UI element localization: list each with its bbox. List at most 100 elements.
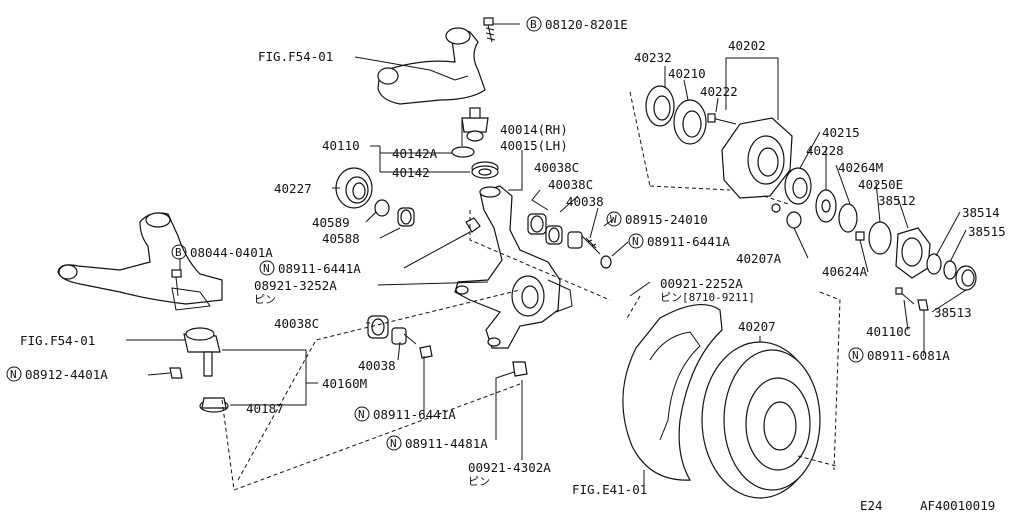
label-40202: 40202: [728, 38, 766, 53]
badge-n-08912: N: [6, 366, 22, 382]
label-40142a: 40142A: [392, 146, 438, 161]
label-00921-2252a: 00921-2252A: [660, 276, 743, 291]
bearing-40038-upper: [567, 231, 601, 255]
bearing-40215: [784, 167, 812, 205]
badge-b-letter: B: [530, 18, 537, 31]
badge-n-letter: N: [263, 262, 270, 275]
lower-control-arm: [57, 212, 223, 311]
bushing-40588: [397, 207, 415, 227]
footer-code: E24: [860, 498, 883, 512]
label-40187: 40187: [246, 401, 284, 416]
ring-40589: [374, 199, 390, 217]
leader-lines: [126, 23, 967, 488]
bearing-40038-lower: [391, 327, 417, 345]
bolt-40624a: [855, 231, 865, 241]
label-40624a: 40624A: [822, 264, 868, 279]
label-38513: 38513: [934, 305, 972, 320]
label-08912: 08912-4401A: [25, 367, 108, 382]
nut-08912: [169, 367, 183, 379]
label-40015: 40015(LH): [500, 138, 568, 153]
label-08911-4481a: 08911-4481A: [405, 436, 488, 451]
label-08044: 08044-0401A: [190, 245, 273, 260]
label-40264m: 40264M: [838, 160, 883, 175]
bolt-08044: [171, 269, 182, 297]
label-40142: 40142: [392, 165, 430, 180]
label-38515: 38515: [968, 224, 1006, 239]
label-40110: 40110: [322, 138, 360, 153]
hub-40202: [721, 117, 793, 199]
badge-n-08911-4481: N: [386, 435, 402, 451]
bearing-40210: [673, 99, 707, 145]
nut-upper-6441a: [600, 255, 612, 269]
dust-shield: [622, 304, 723, 481]
gasket-40250e: [868, 221, 892, 255]
badge-n-08911-6081: N: [848, 347, 864, 363]
badge-n-letter: N: [10, 368, 17, 381]
bolt-08120: [483, 17, 496, 43]
castle-nut-lower: [512, 361, 528, 377]
lockwasher-40264m: [838, 203, 858, 233]
label-40210: 40210: [668, 66, 706, 81]
label-40232: 40232: [634, 50, 672, 65]
badge-n-letter: N: [358, 408, 365, 421]
label-08921-3252a: 08921-3252A: [254, 278, 337, 293]
stud-40110c: [895, 287, 915, 305]
brake-rotor-40207: [701, 341, 821, 499]
badge-n-08911-c: N: [628, 233, 644, 249]
washer-40228: [815, 189, 837, 223]
label-40038-lower: 40038: [358, 358, 396, 373]
seal-40227: [335, 167, 373, 209]
cap-38513: [955, 265, 977, 291]
upper-ball-joint: [461, 107, 489, 142]
badge-w-letter: W: [610, 213, 617, 226]
label-08915: 08915-24010: [625, 212, 708, 227]
label-40160m: 40160M: [322, 376, 367, 391]
label-40589: 40589: [312, 215, 350, 230]
label-fig-f54-left: FIG.F54-01: [20, 333, 95, 348]
label-08911-6441a-right: 08911-6441A: [647, 234, 730, 249]
label-40038c-b: 40038C: [548, 177, 593, 192]
label-40038c-a: 40038C: [534, 160, 579, 175]
label-38512: 38512: [878, 193, 916, 208]
badge-n-letter: N: [632, 235, 639, 248]
badge-n-letter: N: [852, 349, 859, 362]
label-40207a: 40207A: [736, 251, 782, 266]
nut-lower-6441a: [419, 345, 433, 359]
label-40014: 40014(RH): [500, 122, 568, 137]
label-40227: 40227: [274, 181, 312, 196]
seal-40232: [645, 85, 675, 127]
label-08911-6081a: 08911-6081A: [867, 348, 950, 363]
bearing-40038c-upper: [527, 213, 563, 245]
label-38514: 38514: [962, 205, 1000, 220]
footer-ref: AF40010019: [920, 498, 995, 512]
badge-b-08120: B: [526, 16, 542, 32]
part-40142: [471, 161, 499, 179]
label-pin-2: ピン: [468, 475, 490, 488]
label-00921-4302a: 00921-4302A: [468, 460, 551, 475]
washer-08915: [771, 203, 781, 213]
label-40228: 40228: [806, 143, 844, 158]
label-40110c: 40110C: [866, 324, 911, 339]
badge-n-08911-a: N: [259, 260, 275, 276]
part-40142a: [451, 146, 475, 158]
badge-w-08915: W: [606, 211, 622, 227]
label-pin-1: ピン: [254, 293, 276, 306]
label-40250e: 40250E: [858, 177, 903, 192]
label-40038-upper: 40038: [566, 194, 604, 209]
label-08911-6441a-lower: 08911-6441A: [373, 407, 456, 422]
badge-n-letter: N: [390, 437, 397, 450]
label-fig-e41: FIG.E41-01: [572, 482, 647, 497]
label-fig-f54-top: FIG.F54-01: [258, 49, 333, 64]
label-40222: 40222: [700, 84, 738, 99]
lower-ball-joint-40160m: [183, 327, 221, 377]
bolt-40222: [707, 113, 737, 125]
ring-38514: [926, 253, 942, 275]
free-hub-38512: [895, 227, 931, 279]
boot-40187: [199, 397, 229, 413]
label-40207: 40207: [738, 319, 776, 334]
steering-knuckle: [454, 185, 573, 349]
bearing-40038c-lower: [367, 315, 389, 339]
castle-nut-upper: [465, 217, 481, 233]
